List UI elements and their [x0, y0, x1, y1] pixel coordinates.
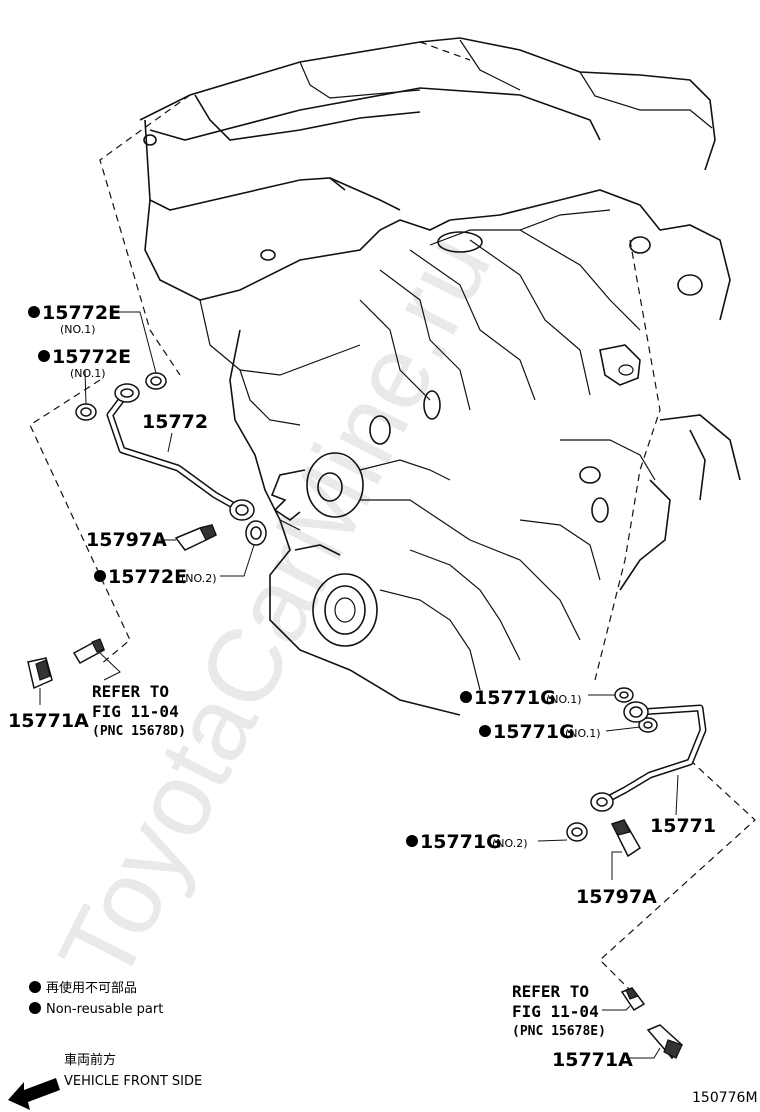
front-en: VEHICLE FRONT SIDE — [64, 1074, 202, 1089]
label-15771g-no2: 15771G — [420, 831, 502, 853]
non-reusable-marker — [28, 306, 40, 318]
non-reusable-marker — [479, 725, 491, 737]
non-reusable-marker — [94, 570, 106, 582]
legend-jp: 再使用不可部品 — [46, 980, 137, 996]
label-15772-pipe: 15772 — [142, 411, 208, 433]
front-arrow-icon — [8, 1078, 60, 1110]
refer-note-right: REFER TO FIG 11-04 (PNC 15678E) — [512, 982, 606, 1039]
label-15771g-top: 15771G — [474, 687, 556, 709]
watermark-text: ToyotaCarMine.ru — [37, 216, 513, 1000]
label-15771g-top-sub: (NO.1) — [546, 693, 582, 706]
label-15771g-mid-sub: (NO.1) — [565, 727, 601, 740]
label-15772e-no2-sub: (NO.2) — [181, 572, 217, 585]
refer-right-line1: REFER TO — [512, 982, 589, 1001]
label-15771g-no2-sub: (NO.2) — [492, 837, 528, 850]
label-15797a-lower: 15797A — [576, 886, 657, 908]
label-15772e-second-sub: (NO.1) — [70, 367, 106, 380]
figure-id: 150776M — [692, 1090, 758, 1106]
refer-left-line3: (PNC 15678D) — [92, 724, 186, 739]
label-15772e-no2: 15772E — [108, 566, 187, 588]
legend: 再使用不可部品 Non-reusable part — [29, 980, 163, 1017]
non-reusable-marker — [38, 350, 50, 362]
label-15771g-mid: 15771G — [493, 721, 575, 743]
non-reusable-marker — [406, 835, 418, 847]
non-reusable-marker — [460, 691, 472, 703]
refer-right-line3: (PNC 15678E) — [512, 1024, 606, 1039]
label-15771a-left: 15771A — [8, 710, 89, 732]
label-15771a-right: 15771A — [552, 1049, 633, 1071]
label-15771-pipe: 15771 — [650, 815, 716, 837]
upper-oil-pipe-assembly — [27, 372, 267, 690]
front-jp: 車両前方 — [64, 1052, 116, 1068]
refer-right-line2: FIG 11-04 — [512, 1002, 599, 1021]
leader-lines — [39, 311, 679, 1059]
refer-left-line2: FIG 11-04 — [92, 702, 179, 721]
legend-marker-jp — [29, 981, 41, 993]
label-15772e-top: 15772E — [42, 302, 121, 324]
vehicle-front-indicator: 車両前方 VEHICLE FRONT SIDE — [8, 1052, 202, 1110]
engine-block — [139, 37, 741, 716]
part-labels: 15772E (NO.1) 15772E (NO.1) 15772 15797A… — [8, 302, 716, 1071]
legend-marker-en — [29, 1002, 41, 1014]
lower-oil-pipe-assembly — [566, 687, 707, 1060]
label-15772e-top-sub: (NO.1) — [60, 323, 96, 336]
refer-note-left: REFER TO FIG 11-04 (PNC 15678D) — [92, 682, 186, 739]
label-15772e-second: 15772E — [52, 346, 131, 368]
refer-left-line1: REFER TO — [92, 682, 169, 701]
legend-en: Non-reusable part — [46, 1002, 163, 1017]
label-15797a-upper: 15797A — [86, 529, 167, 551]
phantom-lines — [29, 41, 756, 1001]
